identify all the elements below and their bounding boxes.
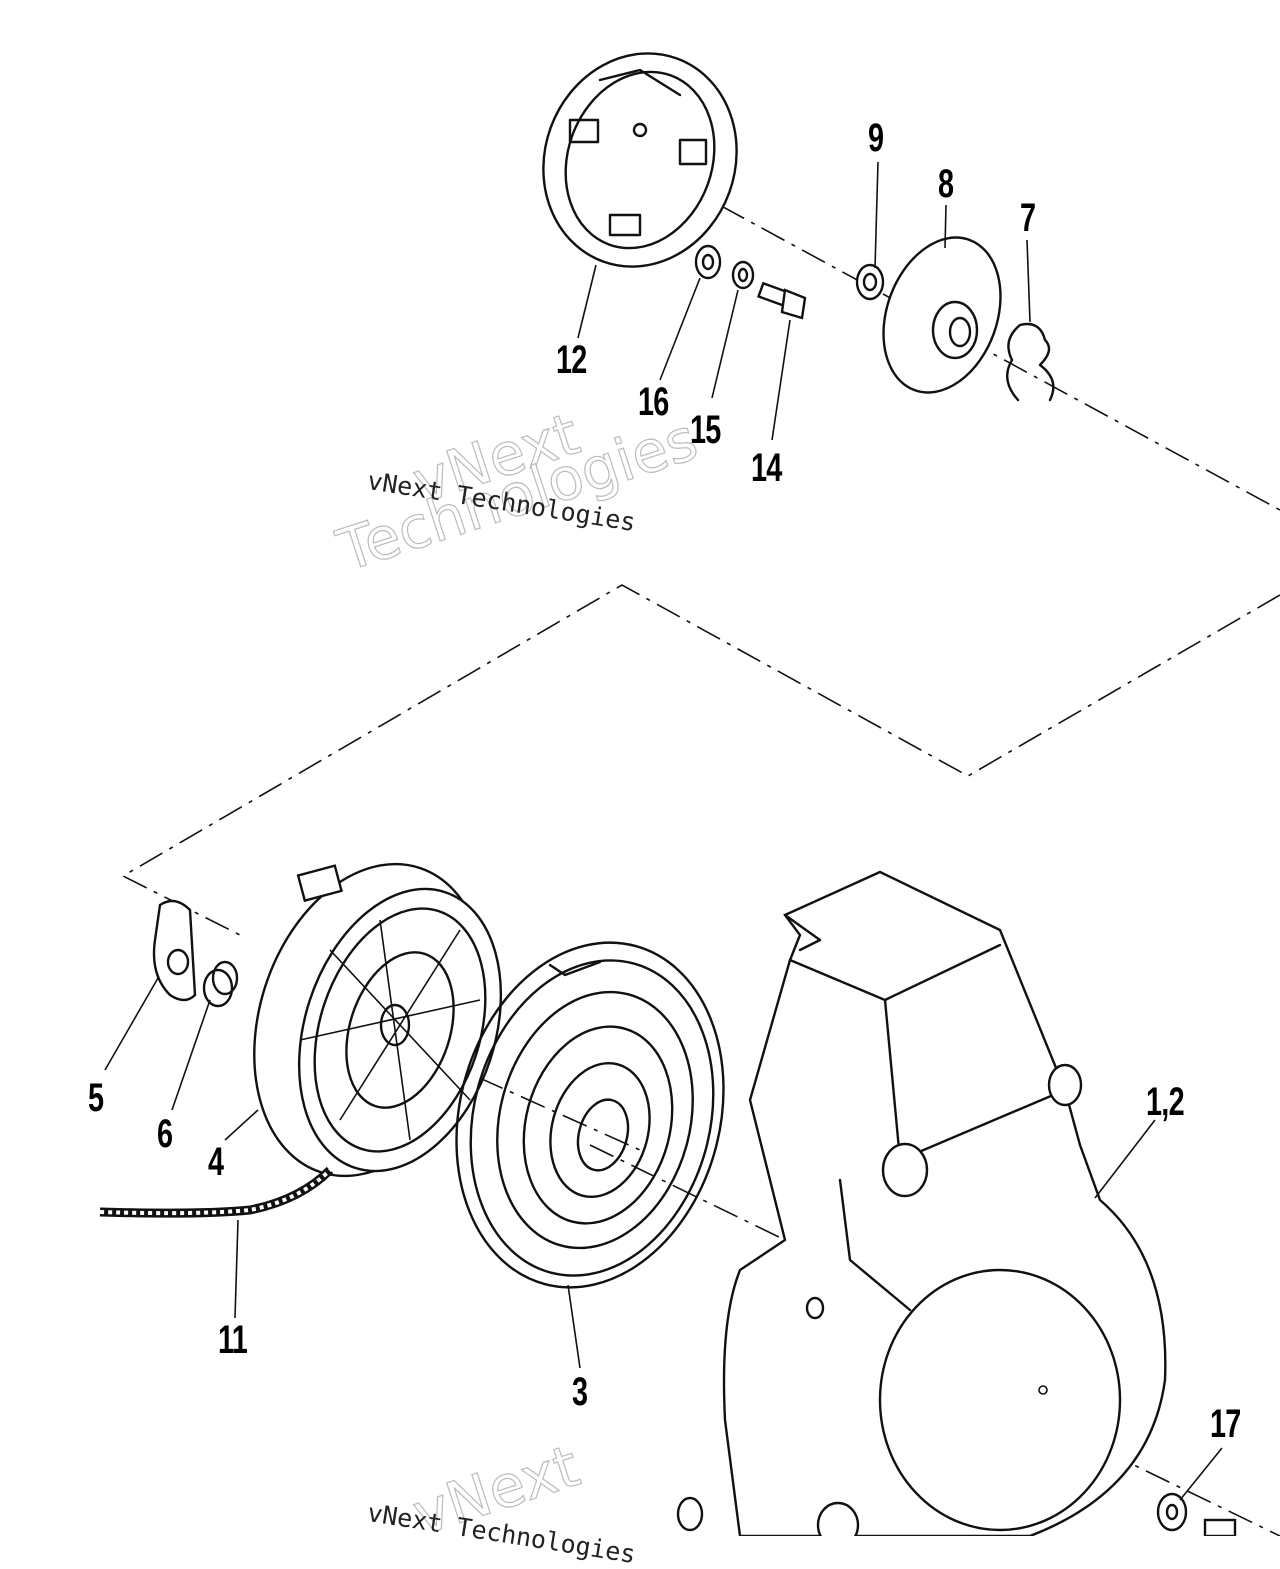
spring-6	[202, 960, 239, 1008]
plate-8	[882, 236, 1002, 394]
callout-3: 3	[572, 1370, 588, 1414]
callout-15: 15	[690, 408, 721, 452]
washer-17	[676, 1492, 1237, 1536]
callout-5: 5	[88, 1076, 104, 1120]
callout-1-2: 1,2	[1146, 1080, 1185, 1124]
starter-housing	[722, 870, 1167, 1536]
recoil-spring-3	[455, 941, 725, 1289]
leader-lines	[104, 161, 1223, 1501]
callout-7: 7	[1020, 196, 1036, 240]
callout-8: 8	[938, 162, 954, 206]
starter-exploded-diagram	[99, 52, 1280, 1536]
rope-11	[99, 1166, 334, 1218]
callout-4: 4	[208, 1140, 224, 1184]
ratchet-cup	[542, 52, 738, 268]
washer-16	[694, 244, 722, 280]
bolt-14	[756, 281, 807, 320]
callout-11: 11	[218, 1318, 248, 1362]
clip-7	[1006, 322, 1055, 402]
pawl-5	[152, 899, 197, 1002]
nut-9	[855, 263, 885, 301]
callout-9: 9	[868, 116, 884, 160]
lock-washer-15	[731, 260, 755, 290]
callout-17: 17	[1210, 1402, 1241, 1446]
callout-6: 6	[157, 1112, 173, 1156]
callout-14: 14	[751, 446, 782, 490]
reel-4	[253, 862, 503, 1178]
callout-12: 12	[556, 338, 587, 382]
callout-16: 16	[638, 380, 669, 424]
